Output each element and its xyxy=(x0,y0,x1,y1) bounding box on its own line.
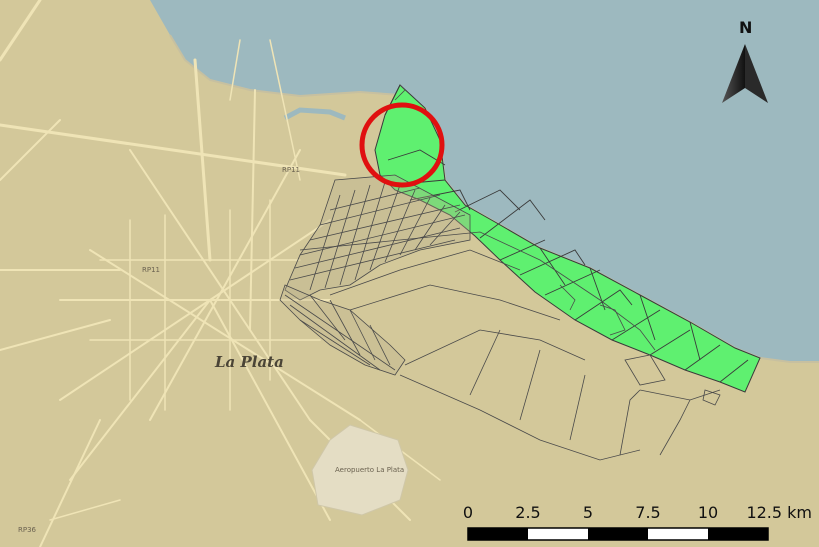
scale-tick-label: 12.5 km xyxy=(746,503,812,522)
urban-grid xyxy=(279,84,721,461)
scale-tick-label: 0 xyxy=(463,503,473,522)
city-label: La Plata xyxy=(214,353,284,371)
canal xyxy=(283,107,346,121)
scale-tick-label: 10 xyxy=(698,503,718,522)
road-label: RP11 xyxy=(282,166,300,174)
scale-tick-label: 2.5 xyxy=(515,503,540,522)
scale-bar: 0 2.5 5 7.5 10 12.5 km xyxy=(463,503,812,541)
scale-tick-label: 5 xyxy=(583,503,593,522)
road-label: RP11 xyxy=(142,266,160,274)
highlight-marker-circle[interactable] xyxy=(359,102,445,188)
north-arrow-icon-right xyxy=(745,44,768,103)
highlighted-area[interactable] xyxy=(374,84,761,393)
north-arrow-icon xyxy=(722,44,745,103)
north-letter: N xyxy=(739,18,752,37)
airport-label: Aeropuerto La Plata xyxy=(335,466,404,474)
scale-tick-label: 7.5 xyxy=(635,503,660,522)
road-label: RP36 xyxy=(18,526,37,534)
road-network xyxy=(0,0,441,547)
north-arrow: N xyxy=(722,18,768,103)
river-water xyxy=(150,0,819,362)
airport-area xyxy=(311,424,409,516)
